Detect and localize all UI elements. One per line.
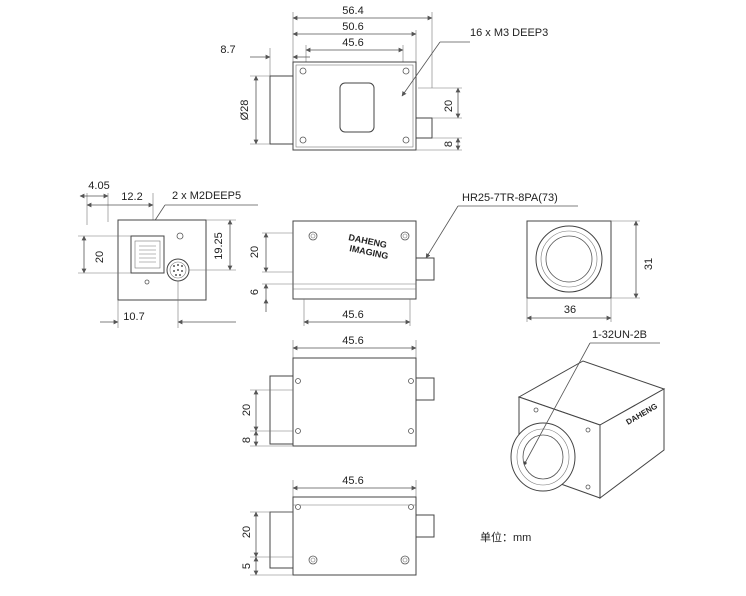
top-dim-8: 8: [443, 141, 455, 147]
connector-callout: HR25-7TR-8PA(73): [462, 192, 558, 204]
ethernet-port: [130, 235, 165, 274]
bottom-view: 45.6 20 5: [241, 475, 435, 576]
lower-lens-tube: [269, 375, 294, 445]
ethernet-pins: [139, 245, 156, 263]
iso-screw-hole: [533, 407, 539, 413]
bottom-screw-hole: [295, 504, 301, 510]
back-hole-callout: 2 x M2DEEP5: [172, 190, 241, 202]
back-view: 4.05 12.2 2 x M2DEEP5: [78, 180, 258, 328]
top-view: 56.4 50.6 45.6 8.7 Ø28 20 8 16 x M3: [220, 5, 548, 151]
bottom-dim-20: 20: [241, 526, 253, 538]
side-dim-6: 6: [249, 289, 261, 295]
back-dim-10-7: 10.7: [123, 311, 144, 323]
bottom-connector: [415, 514, 435, 538]
back-dim-19-25: 19.25: [213, 232, 225, 260]
lower-screw-hole: [295, 378, 301, 384]
side-screw-hole: [400, 231, 410, 241]
bottom-screw-hole: [308, 555, 318, 565]
front-dim-36: 36: [564, 304, 576, 316]
top-dim-20: 20: [443, 100, 455, 112]
side-dim-20: 20: [249, 246, 261, 258]
bottom-dim-5: 5: [241, 563, 253, 569]
iso-view: DAHENG 1-32UN-2B: [510, 329, 666, 499]
iso-screw-hole: [585, 427, 591, 433]
top-screw-hole: [402, 67, 410, 75]
back-dim-4-05: 4.05: [88, 180, 109, 192]
side-screw-hole: [308, 231, 318, 241]
mount-thread-callout: 1-32UN-2B: [592, 329, 647, 341]
back-dim-12-2: 12.2: [121, 191, 142, 203]
top-dim-45-6: 45.6: [342, 37, 363, 49]
top-dim-50-6: 50.6: [342, 21, 363, 33]
front-dim-31: 31: [643, 258, 655, 270]
side-connector: [415, 257, 435, 281]
bottom-dim-45-6: 45.6: [342, 475, 363, 487]
lower-screw-hole: [408, 428, 414, 434]
iso-lens-mount: [510, 422, 576, 492]
top-label-recess: [339, 82, 375, 133]
top-screw-hole: [299, 136, 307, 144]
side-view: DAHENG IMAGING 20 6 45.6 HR25-7TR-8PA(73…: [249, 192, 578, 326]
io-connector-pins: [173, 264, 183, 276]
lower-dim-20: 20: [241, 404, 253, 416]
lens-mount-inner: [545, 235, 593, 283]
lower-screw-hole: [295, 428, 301, 434]
unit-note: 单位：mm: [480, 530, 531, 544]
lower-body: [292, 357, 417, 447]
top-dim-56-4: 56.4: [342, 5, 363, 17]
lower-dim-8: 8: [241, 437, 253, 443]
bottom-screw-hole: [408, 504, 414, 510]
top-connector: [415, 117, 433, 139]
lower-side-view: 45.6 20 8: [241, 335, 435, 447]
back-screw-hole: [144, 279, 150, 285]
top-screw-hole: [299, 67, 307, 75]
lower-dim-45-6: 45.6: [342, 335, 363, 347]
bottom-screw-hole: [400, 555, 410, 565]
side-dim-45-6: 45.6: [342, 309, 363, 321]
iso-screw-hole: [585, 484, 591, 490]
top-dim-diameter: Ø28: [239, 100, 251, 121]
top-lens-tube: [269, 75, 294, 145]
top-dim-8-7: 8.7: [220, 44, 235, 56]
lower-connector: [415, 377, 435, 401]
status-led: [176, 232, 184, 240]
front-view: 31 36: [526, 220, 655, 322]
lower-screw-hole: [408, 378, 414, 384]
top-screw-hole: [402, 136, 410, 144]
top-hole-callout: 16 x M3 DEEP3: [470, 27, 548, 39]
back-dim-20: 20: [94, 251, 106, 263]
bottom-lens-tube: [269, 511, 294, 569]
